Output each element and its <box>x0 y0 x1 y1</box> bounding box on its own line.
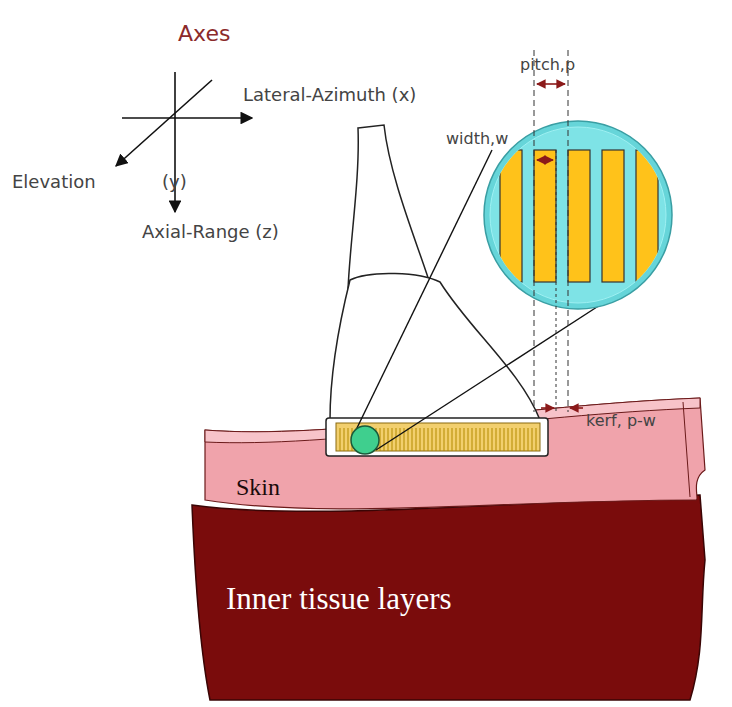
axis-label: Elevation <box>12 172 96 192</box>
axis-label: Lateral-Azimuth (x) <box>243 85 416 105</box>
dimension-label: kerf, p-w <box>586 412 656 430</box>
layer-label: Inner tissue layers <box>226 582 452 616</box>
dimension-label: width,w <box>446 130 508 148</box>
tissue <box>192 398 705 700</box>
dimension-label: pitch,p <box>520 56 575 74</box>
dimension-lines <box>534 50 583 412</box>
magnifier <box>351 121 672 454</box>
axes-title: Axes <box>178 22 230 46</box>
axis-label: (y) <box>162 172 187 192</box>
skin-layer: Skin <box>236 474 280 500</box>
probe-illustration <box>326 125 548 456</box>
axis-label: Axial-Range (z) <box>142 222 279 242</box>
tissue-layer: Inner tissue layers <box>226 582 452 616</box>
axes-symbol <box>116 72 252 212</box>
layer-label: Skin <box>236 474 280 500</box>
